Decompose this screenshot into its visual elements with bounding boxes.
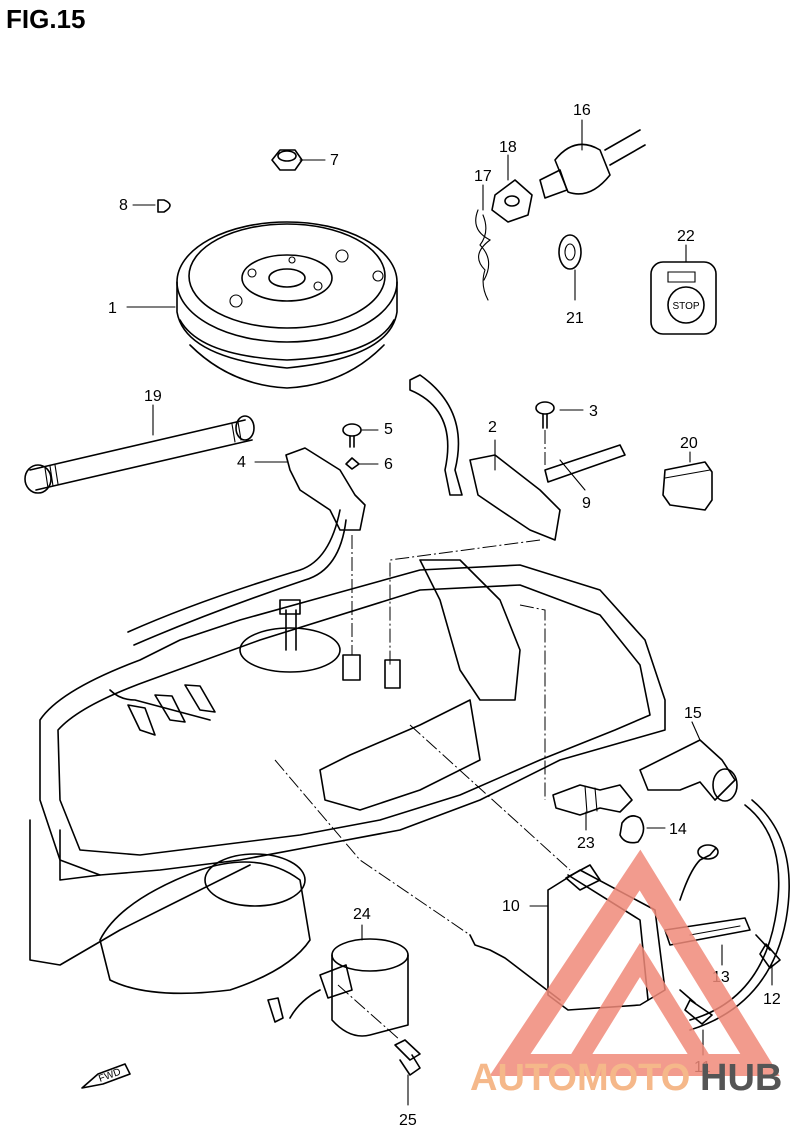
callout-4: 4 (237, 454, 246, 471)
figure-title: FIG.15 (6, 4, 86, 34)
callout-23: 23 (577, 835, 595, 852)
stop-switch-assembly (475, 129, 717, 335)
fwd-arrow-icon (81, 1063, 131, 1089)
callout-9: 9 (582, 495, 591, 512)
flywheel (176, 221, 398, 389)
small-fasteners (342, 401, 555, 470)
callout-24: 24 (353, 906, 371, 923)
callout-22: 22 (677, 228, 695, 245)
callout-2: 2 (488, 419, 497, 436)
callout-21: 21 (566, 310, 584, 327)
shaft (24, 415, 255, 494)
watermark-text-hub: HUB (700, 1057, 782, 1099)
ignition-coil (267, 934, 561, 1076)
engine-block (29, 559, 666, 995)
assembly-leaders (274, 430, 571, 1041)
callout-17: 17 (474, 168, 492, 185)
exciter-coil (409, 374, 626, 541)
flywheel-nut (271, 149, 303, 171)
pulser-coil (127, 447, 366, 646)
callout-25: 25 (399, 1112, 417, 1129)
callout-leaders (126, 119, 773, 1106)
callout-18: 18 (499, 139, 517, 156)
callout-5: 5 (384, 421, 393, 438)
callout-1: 1 (108, 300, 117, 317)
callout-8: 8 (119, 197, 128, 214)
callout-3: 3 (589, 403, 598, 420)
woodruff-key (157, 199, 171, 213)
watermark-text-automoto: AUTOMOTO (470, 1057, 690, 1099)
callout-7: 7 (330, 152, 339, 169)
callout-15: 15 (684, 705, 702, 722)
callout-20: 20 (680, 435, 698, 452)
callout-14: 14 (669, 821, 687, 838)
callout-12: 12 (763, 991, 781, 1008)
stop-label: STOP (672, 301, 699, 312)
watermark-logo (489, 849, 780, 1076)
rubber-pad (662, 461, 713, 511)
callout-19: 19 (144, 388, 162, 405)
callout-6: 6 (384, 456, 393, 473)
callout-10: 10 (502, 898, 520, 915)
callout-16: 16 (573, 102, 591, 119)
